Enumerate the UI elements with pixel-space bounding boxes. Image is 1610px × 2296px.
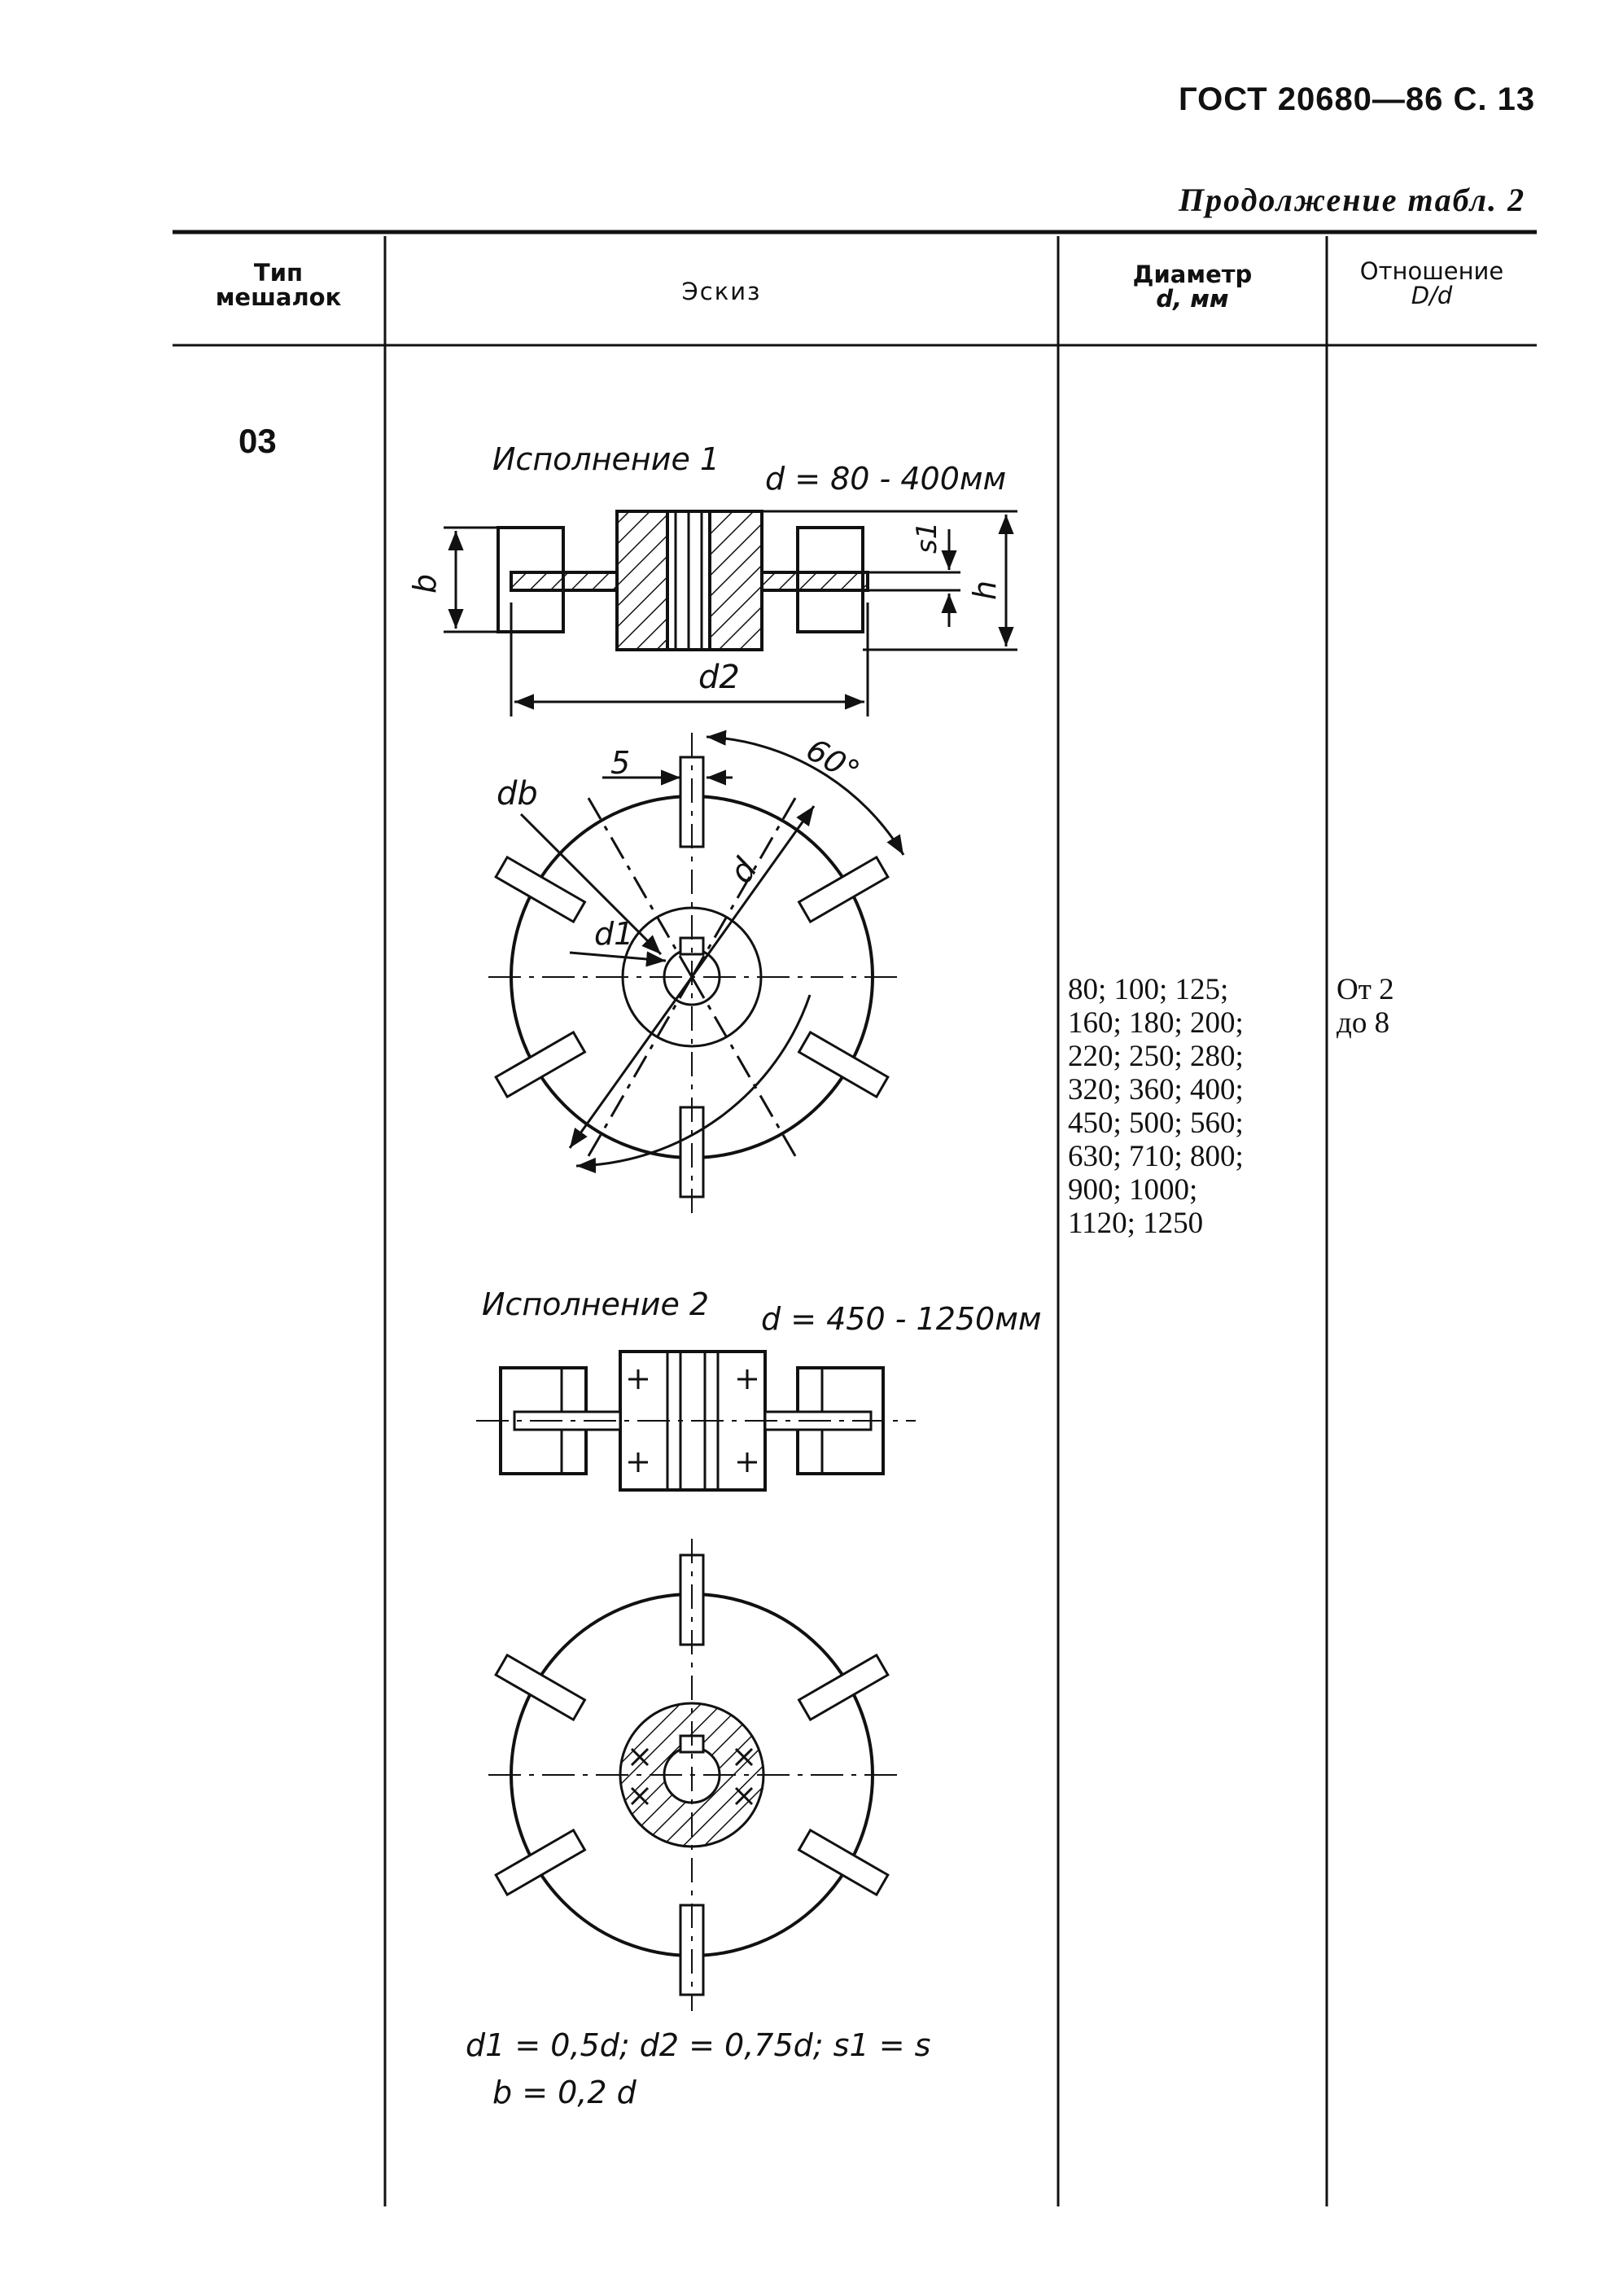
label-angle: 60° (800, 731, 865, 790)
v1-side-view (444, 510, 1017, 716)
ratio-value: От 2 до 8 (1337, 973, 1394, 1040)
header-sketch: Эскиз (681, 278, 762, 305)
diameter-list: 80; 100; 125; 160; 180; 200; 220; 250; 2… (1068, 973, 1244, 1240)
version1-range: d = 80 - 400мм (765, 461, 1007, 497)
v2-top-view (488, 1539, 903, 2011)
mixer-type-code: 03 (238, 422, 277, 460)
header-type: Тип мешалок (215, 259, 342, 311)
label-five: 5 (610, 745, 630, 781)
label-db: db (497, 775, 538, 813)
label-b: b (407, 574, 443, 594)
diameter-line: 900; 1000; (1068, 1173, 1198, 1207)
diameter-line: 160; 180; 200; (1068, 1006, 1244, 1040)
v1-top-view (488, 730, 905, 1221)
version2-range: d = 450 - 1250мм (761, 1301, 1042, 1337)
version2-title: Исполнение 2 (482, 1286, 710, 1322)
label-h: h (967, 581, 1003, 600)
diameter-line: 320; 360; 400; (1068, 1073, 1244, 1106)
label-d1: d1 (594, 916, 633, 952)
formula-line2: b = 0,2 d (492, 2075, 637, 2110)
diameter-line: 630; 710; 800; (1068, 1140, 1244, 1173)
diameter-line: 1120; 1250 (1068, 1207, 1204, 1240)
version1-title: Исполнение 1 (492, 441, 720, 477)
label-d2: d2 (698, 659, 740, 696)
header-ratio: Отношение D/d (1359, 257, 1504, 309)
diameter-line: 450; 500; 560; (1068, 1106, 1244, 1140)
table-continuation: Продолжение табл. 2 (1179, 182, 1526, 218)
label-s1: s1 (911, 522, 943, 554)
diameter-line: 80; 100; 125; (1068, 973, 1229, 1006)
diameter-line: 220; 250; 280; (1068, 1040, 1244, 1073)
v2-side-view (476, 1350, 916, 1492)
formula-line1: d1 = 0,5d; d2 = 0,75d; s1 = s (466, 2027, 931, 2063)
header-diameter: Диаметр d, мм (1132, 261, 1253, 313)
page-header: ГОСТ 20680—86 С. 13 (1179, 81, 1536, 117)
